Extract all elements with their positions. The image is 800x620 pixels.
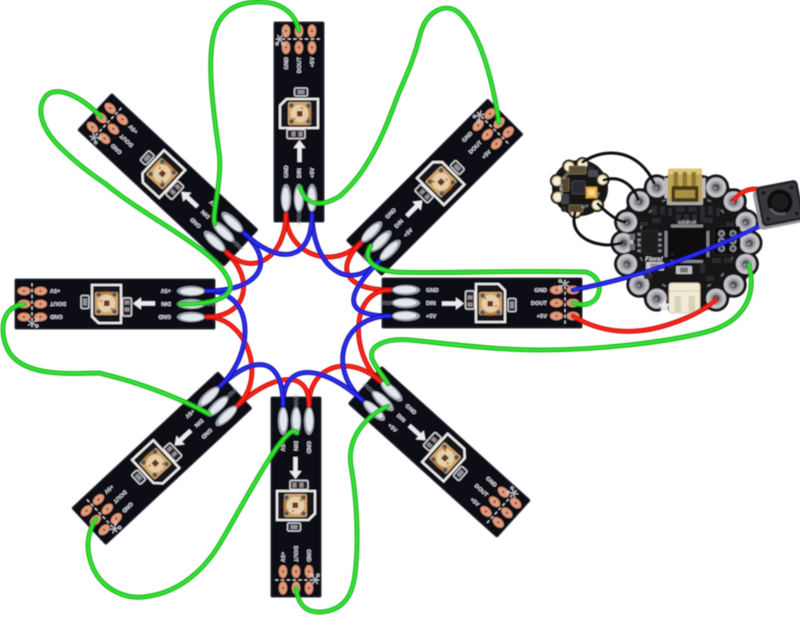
svg-text:Flora!: Flora! <box>645 256 664 263</box>
svg-text:GND: GND <box>561 171 569 180</box>
svg-text:SDA: SDA <box>559 187 564 196</box>
svg-text:SCL: SCL <box>559 183 563 190</box>
svg-text:3V+: 3V+ <box>594 191 600 199</box>
svg-text:adafruit: adafruit <box>678 220 697 226</box>
svg-text:AOB: AOB <box>580 203 589 209</box>
